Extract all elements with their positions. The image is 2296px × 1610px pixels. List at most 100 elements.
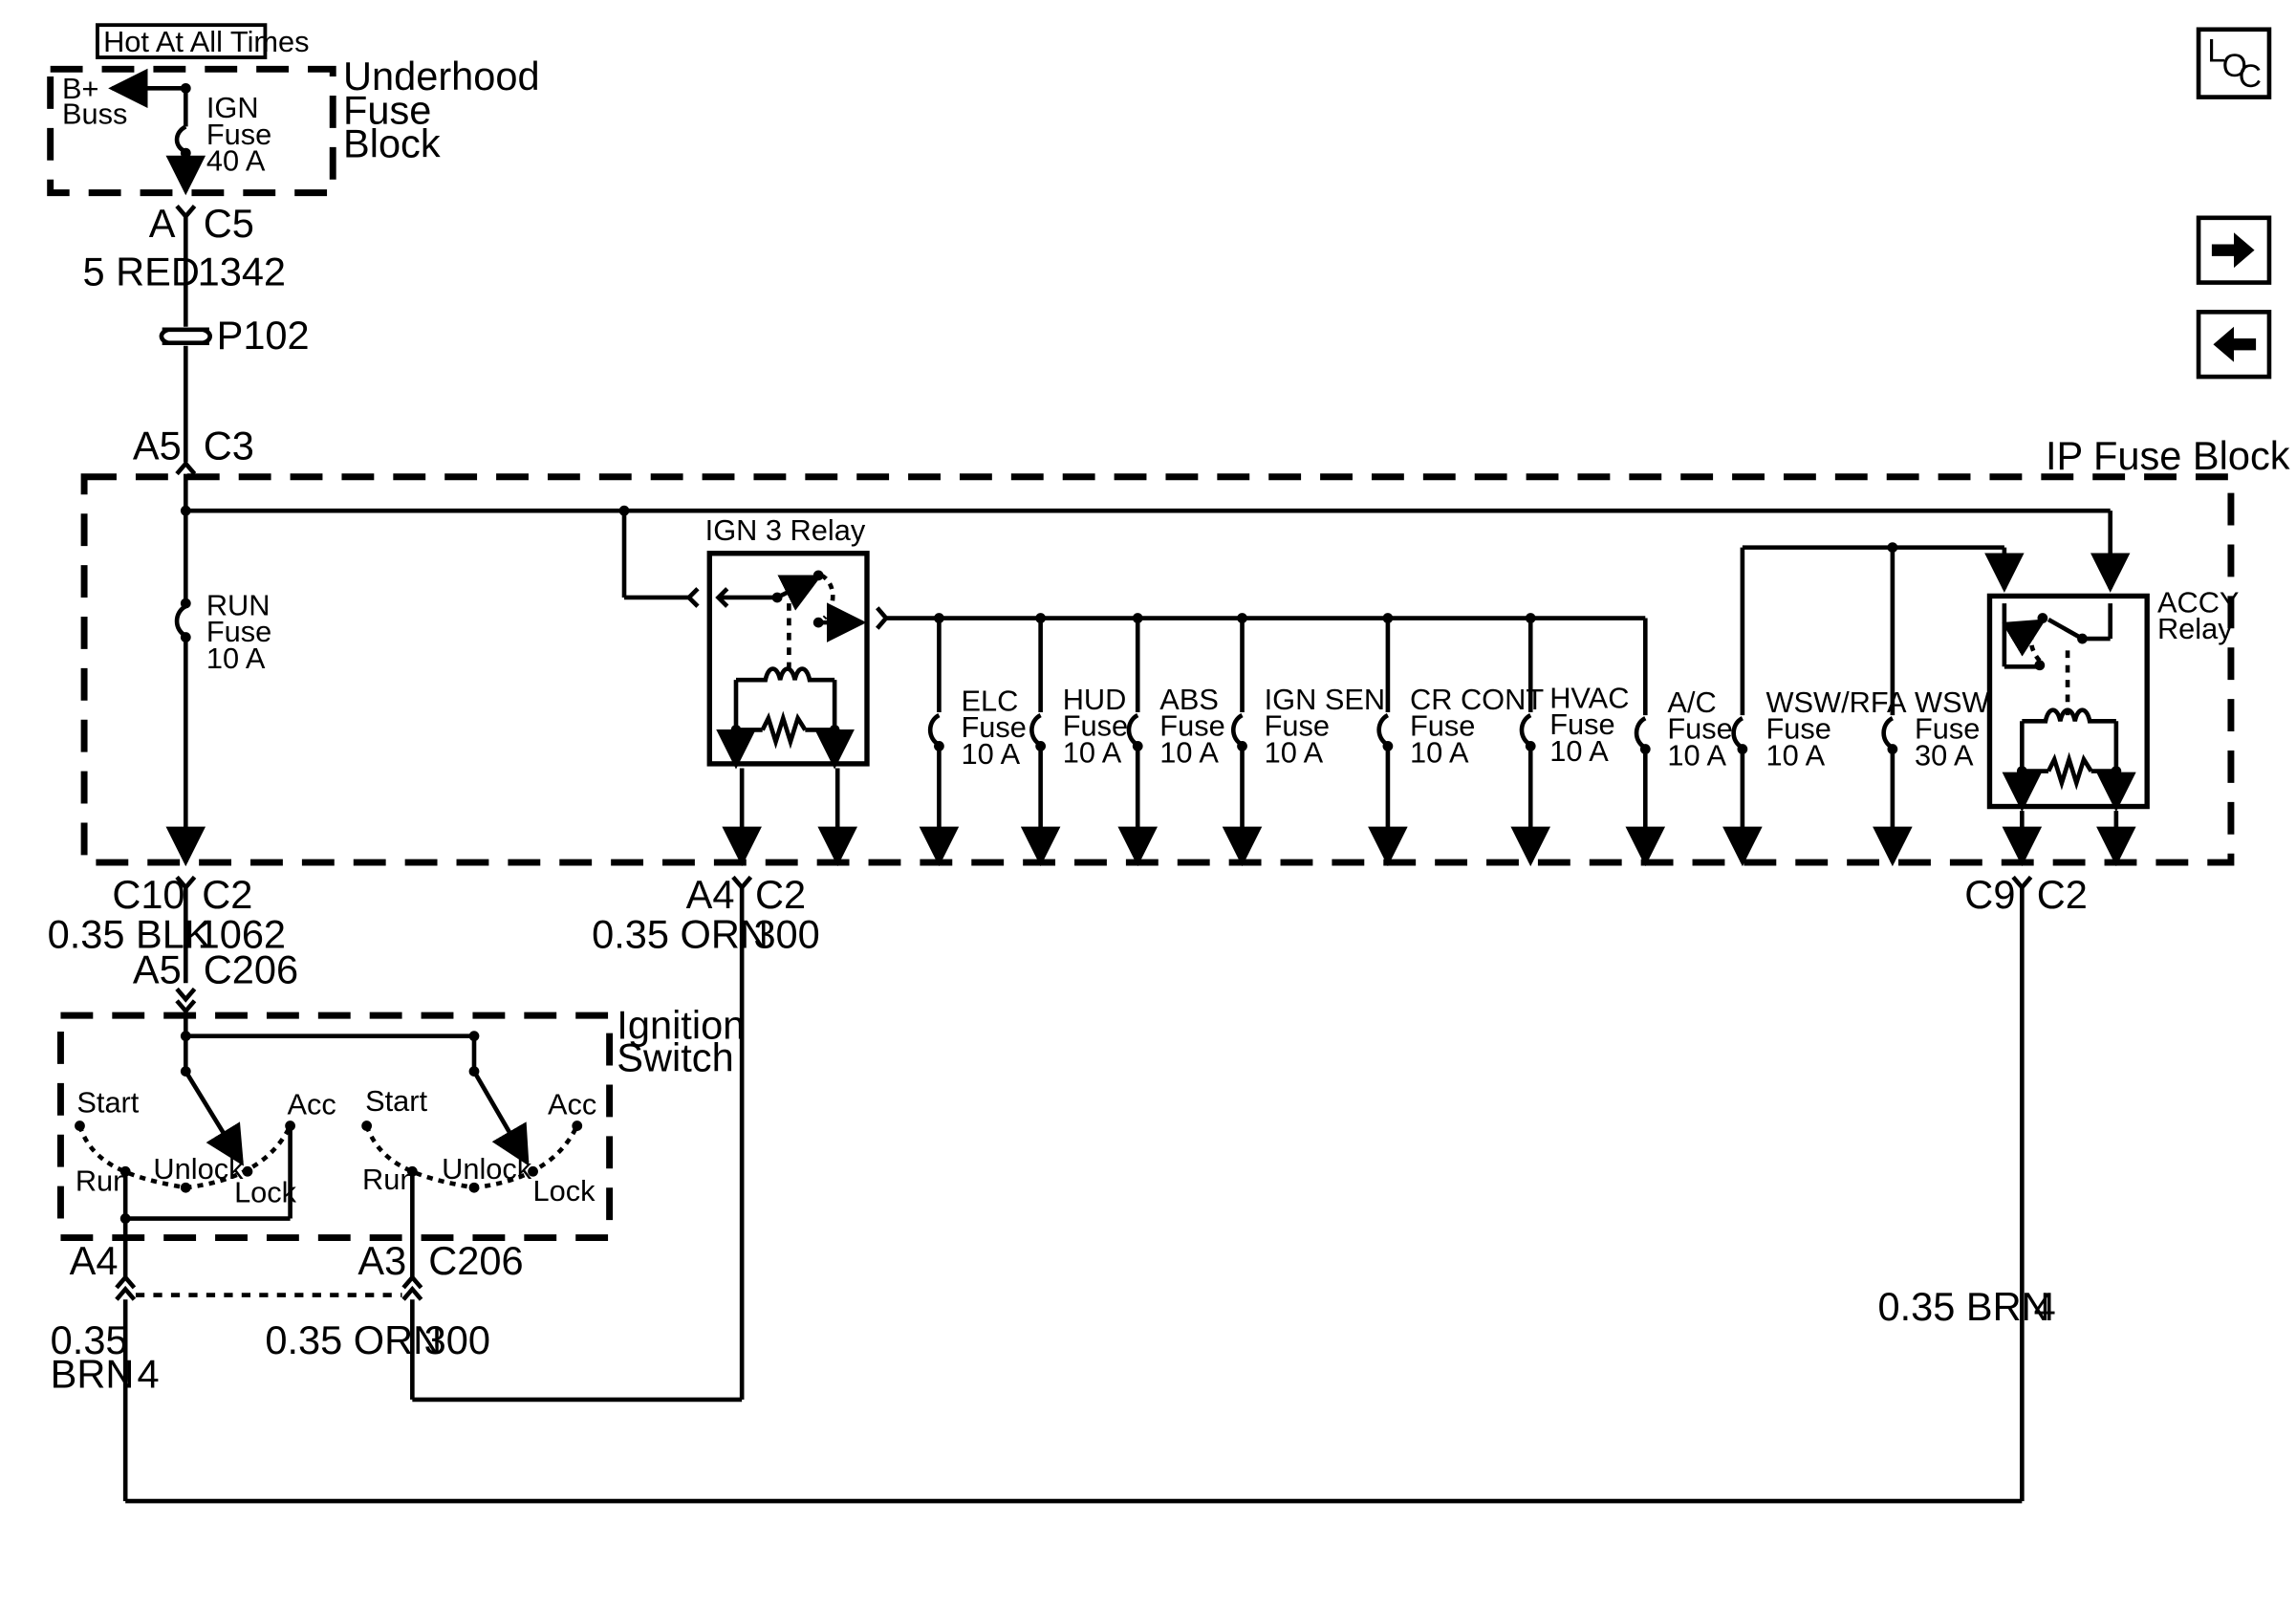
fuse-wsw-name: WSW [1915,685,1990,719]
switch2-acc-label: Acc [548,1087,596,1120]
c2-connector-label-3: C2 [2037,872,2088,917]
arrow-left-icon [2213,326,2257,362]
fuse-ac-word: Fuse [1667,712,1732,746]
switch2-start-label: Start [365,1084,427,1118]
fuse-abs-rating: 10 A [1159,735,1219,769]
ignition-switch-label-1: Ignition [617,1003,745,1048]
switch1-start-label: Start [76,1086,139,1120]
c5-connector-label: C5 [204,201,254,246]
b-buss-label-2: Buss [62,97,127,130]
run-fuse-label-1: RUN [206,588,271,621]
run-fuse-label-2: Fuse [206,615,271,648]
fuse-ign-sen-word: Fuse [1265,709,1330,743]
ignition-switch-section-2: Start Acc Run Unlock Lock [361,1035,596,1278]
wire-300-circuit: 300 [753,911,819,956]
fuse-cr-cont-word: Fuse [1410,709,1475,743]
loc-letter-c: C [2239,58,2262,95]
ign3-relay-label: IGN 3 Relay [705,513,866,547]
b-buss-label-1: B+ [62,72,99,105]
wire-4-circuit-right: 4 [2034,1284,2056,1329]
accy-relay-label-2: Relay [2157,612,2233,645]
ignition-switch-box [56,1012,614,1242]
fuse-hud: HUD Fuse 10 A [1020,613,1128,867]
wire-300-circuit-lower: 300 [424,1317,490,1362]
wire-4-size-left-1: 0.35 [51,1317,128,1362]
fuse-wsw-word: Fuse [1915,712,1980,746]
fuse-hud-rating: 10 A [1063,735,1122,769]
fuse-wsw-rfa: WSW/RFA Fuse 10 A [1722,547,1907,867]
wire-1342-circuit: 1342 [198,250,286,294]
fuse-ign-sen-rating: 10 A [1265,735,1324,769]
hot-at-all-times-box [96,23,268,59]
fuse-elc-rating: 10 A [962,737,1021,771]
p102-splice-symbol [159,327,212,345]
c5-pin-label: A [149,201,176,246]
wire-4-size-right: 0.35 BRN [1877,1284,2049,1329]
wire-1342-size: 5 RED [83,250,200,294]
fuse-abs: ABS Fuse 10 A [1117,613,1225,867]
fuse-cr-cont-name: CR CONT [1410,683,1544,716]
loc-letter-o: O [2222,48,2247,84]
fuse-abs-name: ABS [1159,683,1219,716]
ign-fuse-symbol [174,124,187,154]
fuse-hvac-rating: 10 A [1549,734,1609,768]
fuse-wsw: WSW Fuse 30 A [1873,547,1990,867]
loc-button[interactable]: L O C [2196,27,2272,99]
switch1-acc-label: Acc [288,1087,336,1120]
fuse-ac-rating: 10 A [1667,738,1726,772]
underhood-label-2: Fuse [343,87,431,132]
fuse-hud-word: Fuse [1063,709,1128,743]
fuse-ign-sen: IGN SEN Fuse 10 A [1222,613,1386,867]
ign-fuse-label-1: IGN [206,91,259,124]
loc-letter-l: L [2207,33,2225,70]
wire-1062-circuit: 1062 [198,911,286,956]
switch1-run-label: Run [76,1164,129,1197]
switch1-unlock-label: Unlock [153,1152,244,1186]
c3-pin-label: A5 [133,423,182,468]
fuse-wsw-rfa-rating: 10 A [1766,738,1826,772]
underhood-label-1: Underhood [343,54,540,98]
fuse-ac-name: A/C [1667,685,1716,719]
c2-connector-label-2: C2 [755,872,806,917]
c9-pin-label: C9 [1964,872,2015,917]
c10-pin-label: C10 [112,872,184,917]
switch2-run-label: Run [362,1163,416,1196]
fuse-elc-name: ELC [962,684,1019,717]
wire-300-size-lower: 0.35 ORN [265,1317,442,1362]
ip-fuse-block-box [80,473,2235,866]
c206-connector-label-2: C206 [428,1238,523,1283]
fuse-ac: A/C Fuse 10 A [1625,618,1733,867]
fuse-hud-name: HUD [1063,683,1127,716]
c3-connector-label: C3 [204,423,254,468]
c206-connector-label-1: C206 [204,946,298,991]
ign-fuse-label-3: 40 A [206,144,266,178]
wire-4-circuit-left: 4 [137,1352,159,1397]
run-fuse-symbol [174,604,187,639]
fuse-hvac-word: Fuse [1549,707,1614,741]
fuse-cr-cont: CR CONT Fuse 10 A [1368,613,1544,867]
wire-300-size: 0.35 ORN [592,911,769,956]
fuse-wsw-rfa-word: Fuse [1766,712,1831,746]
switch2-lock-label: Lock [533,1174,596,1208]
fuse-wsw-rating: 30 A [1915,738,1974,772]
switch2-unlock-label: Unlock [442,1152,532,1186]
p102-label: P102 [217,313,310,358]
next-page-button[interactable] [2196,215,2272,285]
fuse-hvac: HVAC Fuse 10 A [1510,613,1629,867]
switch1-lock-label: Lock [234,1176,297,1209]
ip-fuse-block-label: IP Fuse Block [2046,433,2290,478]
prev-page-button[interactable] [2196,310,2272,380]
c206-pin-a4-label: A4 [70,1238,119,1283]
wire-4-size-left-2: BRN [51,1352,135,1397]
fuse-elc-word: Fuse [962,710,1027,744]
underhood-label-3: Block [343,121,441,166]
accy-relay-label-1: ACCY [2157,585,2239,619]
fuse-hvac-name: HVAC [1549,681,1629,714]
c2-connector-label-1: C2 [202,872,252,917]
fuse-ign-sen-name: IGN SEN [1265,683,1386,716]
ign-fuse-label-2: Fuse [206,118,271,151]
arrow-right-icon [2211,232,2255,269]
run-fuse-label-3: 10 A [206,642,266,675]
c206-pin-a3-label: A3 [357,1238,406,1283]
